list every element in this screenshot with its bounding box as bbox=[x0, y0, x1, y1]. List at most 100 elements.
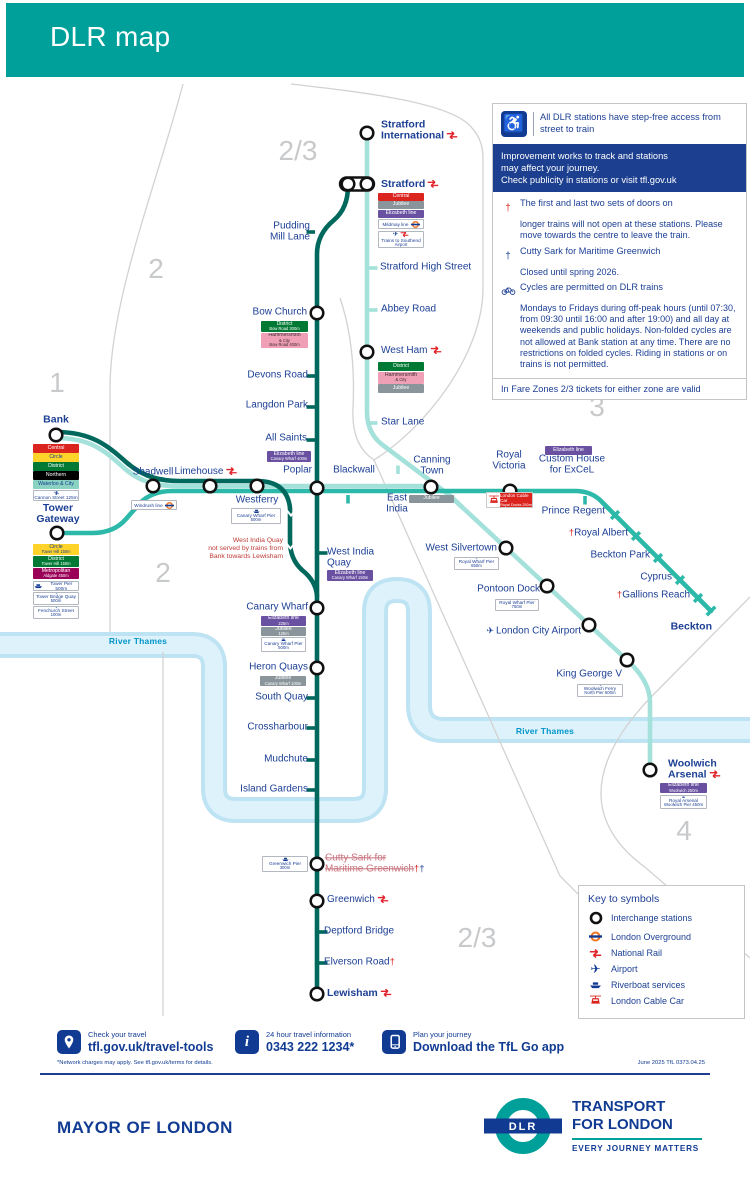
line-badge-elizabeth-line: Elizabeth line bbox=[545, 446, 592, 455]
station-label-star-lane: Star Lane bbox=[381, 416, 425, 428]
station-label-bank: Bank bbox=[43, 413, 69, 426]
key-item-london-overground: London Overground bbox=[588, 930, 735, 943]
station-ticks bbox=[306, 230, 704, 965]
direction-chevron-icon bbox=[285, 509, 297, 518]
line-badge-jubilee: Jubilee bbox=[378, 384, 424, 393]
station-label-custom-house-for-excel: Custom House for ExCeL bbox=[538, 453, 606, 475]
page-title: DLR map bbox=[50, 21, 171, 52]
station-label-cutty-sark-for-maritime-greenwich: Cutty Sark for Maritime Greenwich†† bbox=[325, 852, 425, 874]
step-free-text: All DLR stations have step-free access f… bbox=[533, 112, 738, 136]
information-box: ♿ All DLR stations have step-free access… bbox=[492, 103, 747, 401]
footer-footnote: *Network charges may apply. See tfl.gov.… bbox=[57, 1060, 213, 1066]
station-label-poplar: Poplar bbox=[283, 464, 312, 476]
overground-roundel-icon bbox=[589, 931, 602, 942]
station-label-pontoon-dock: Pontoon Dock bbox=[477, 583, 540, 595]
dagger-icon: † bbox=[505, 203, 511, 215]
key-to-symbols: Key to symbols Interchange stations Lond… bbox=[578, 885, 745, 1019]
national-rail-icon bbox=[53, 491, 59, 496]
route-bank-stratford-lewisham bbox=[314, 183, 351, 997]
station-label-shadwell: Shadwell bbox=[132, 466, 174, 478]
cycle-icon bbox=[501, 287, 516, 295]
line-badge-jubilee: Jubilee bbox=[378, 201, 424, 209]
dagger-icon: † bbox=[568, 527, 575, 539]
line-badge-central: Central bbox=[378, 192, 424, 201]
riverboat-icon bbox=[589, 982, 602, 989]
key-item-interchange-stations: Interchange stations bbox=[588, 911, 735, 925]
station-label-stratford-international: Stratford International bbox=[381, 119, 458, 142]
station-label-mudchute: Mudchute bbox=[264, 753, 308, 765]
overground-roundel-icon bbox=[164, 501, 174, 509]
national-rail-icon bbox=[401, 231, 409, 238]
station-label-blackwall: Blackwall bbox=[333, 464, 375, 476]
route-tower-gateway-bank-beckton bbox=[54, 488, 714, 614]
line-badge-elizabeth-line: Elizabeth line bbox=[378, 209, 424, 218]
station-label-west-india-quay: West India Quay bbox=[327, 546, 375, 568]
line-badge-district: District bbox=[378, 362, 424, 371]
station-label-deptford-bridge: Deptford Bridge bbox=[324, 925, 395, 937]
line-badge-central: Central bbox=[33, 444, 79, 453]
national-rail-icon bbox=[377, 894, 389, 904]
line-badge-district: District bbox=[33, 462, 79, 471]
station-label-cyprus: Cyprus bbox=[640, 571, 672, 583]
tfl-teal-rule bbox=[572, 1138, 702, 1141]
key-item-london-cable-car: London Cable Car bbox=[588, 995, 735, 1006]
riverboat-icon bbox=[475, 558, 478, 560]
dagger-icon: † bbox=[505, 250, 511, 262]
airport-icon: ✈ bbox=[392, 230, 399, 238]
line-badge-hammersmith: Hammersmith& City bbox=[378, 371, 424, 384]
footer-rule bbox=[40, 1073, 710, 1075]
riverboat-icon bbox=[598, 685, 602, 687]
connection-badge-windrush-line: Windrush line bbox=[131, 500, 177, 510]
dlr-roundel-logo: DLR bbox=[484, 1095, 562, 1166]
document-reference: June 2025 TfL 0373.04.25 bbox=[637, 1060, 705, 1066]
dagger-icon: † bbox=[413, 863, 420, 874]
station-label-tower-gateway: Tower Gateway bbox=[36, 501, 80, 525]
dagger-icon: † bbox=[419, 863, 425, 874]
airport-icon: ✈ bbox=[590, 962, 601, 976]
riverboat-icon bbox=[54, 593, 58, 595]
dagger-icon: † bbox=[389, 956, 395, 968]
station-label-canning-town: Canning Town bbox=[413, 454, 451, 476]
riverboat-icon bbox=[281, 857, 289, 861]
station-label-crossharbour: Crossharbour bbox=[247, 721, 308, 733]
line-badge-jubilee: Jubilee bbox=[409, 495, 454, 503]
info-icon: i bbox=[244, 1033, 250, 1050]
station-label-south-quay: South Quay bbox=[255, 691, 308, 703]
cable-car-icon bbox=[488, 495, 499, 503]
national-rail-icon bbox=[589, 948, 602, 958]
station-label-canary-wharf: Canary Wharf bbox=[246, 601, 308, 613]
station-label-all-saints: All Saints bbox=[265, 432, 307, 444]
key-title: Key to symbols bbox=[588, 893, 660, 905]
station-label-bow-church: Bow Church bbox=[252, 306, 307, 318]
station-label-pudding-mill-lane: Pudding Mill Lane bbox=[269, 220, 310, 242]
riverboat-icon bbox=[252, 509, 260, 513]
overground-roundel-icon bbox=[410, 220, 420, 228]
fare-zone-label: 1 bbox=[49, 367, 65, 398]
fare-zone-label: 2/3 bbox=[457, 922, 497, 953]
station-label-langdon-park: Langdon Park bbox=[245, 399, 308, 411]
key-item-riverboat-services: Riverboat services bbox=[588, 980, 735, 990]
info-note: †Cutty Sark for Maritime Greenwich bbox=[505, 245, 661, 262]
fare-zone-note: In Fare Zones 2/3 tickets for either zon… bbox=[493, 378, 746, 399]
zone-boundaries bbox=[109, 83, 750, 1017]
improvement-works-banner: Improvement works to track and stations … bbox=[493, 144, 746, 193]
dagger-icon: † bbox=[616, 589, 623, 601]
beckton-terminus-bar bbox=[705, 605, 717, 617]
